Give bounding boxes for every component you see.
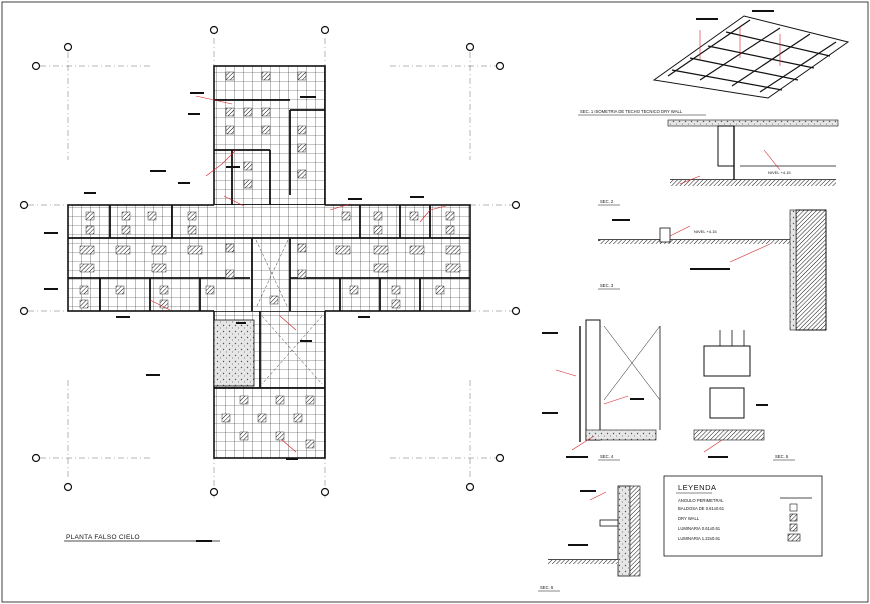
sec3-level-note: NIVEL +4.15 bbox=[694, 229, 717, 234]
legend-item-label: DRY WALL bbox=[678, 516, 700, 521]
legend-item-label: BALDOSA DE 0.61x0.61 bbox=[678, 506, 725, 511]
section-5-detail: SEC. 5 bbox=[693, 330, 795, 461]
drywall-zone bbox=[213, 319, 255, 387]
legend-swatch-tile bbox=[789, 503, 798, 512]
iso-tag bbox=[752, 10, 774, 12]
axis-bubbles bbox=[19, 25, 521, 497]
iso-runners bbox=[667, 19, 837, 93]
sec3-caption: SEC. 3 bbox=[600, 283, 614, 288]
sec2-caption: SEC. 2 bbox=[600, 199, 614, 204]
iso-caption: SEC. 1 ISOMETRIA DE TECHO TECNICO DRY WA… bbox=[580, 109, 683, 114]
sec6-caption: SEC. 6 bbox=[540, 585, 554, 590]
iso-hangers bbox=[699, 26, 781, 66]
isometric-detail: SEC. 1 ISOMETRIA DE TECHO TECNICO DRY WA… bbox=[578, 10, 850, 116]
luminaires bbox=[79, 71, 461, 449]
legend-item-label: LUMINARIA 1.22x0.61 bbox=[678, 536, 721, 541]
legend-title: LEYENDA bbox=[678, 483, 717, 492]
section-3-detail: NIVEL +4.15 SEC. 3 bbox=[598, 209, 827, 331]
section-6-detail: SEC. 6 bbox=[538, 485, 641, 592]
iso-tag bbox=[696, 18, 718, 20]
legend-item-label: ANGULO PERIMETRAL bbox=[678, 498, 724, 503]
sec5-caption: SEC. 5 bbox=[775, 454, 789, 459]
plan-title: PLANTA FALSO CIELO bbox=[66, 534, 140, 541]
sec4-caption: SEC. 4 bbox=[600, 454, 614, 459]
sec2-level-note: NIVEL +4.15 bbox=[768, 170, 791, 175]
legend-swatch-luminaire-large bbox=[787, 533, 801, 542]
legend-item-label: LUMINARIA 0.61x0.61 bbox=[678, 526, 721, 531]
ceiling-grid bbox=[67, 65, 471, 459]
floor-plan: PLANTA FALSO CIELO bbox=[19, 25, 521, 542]
interior-walls bbox=[68, 99, 470, 389]
iso-ceiling-outline bbox=[652, 15, 850, 99]
plan-leaders bbox=[149, 95, 447, 453]
legend-swatch-drywall bbox=[789, 513, 798, 522]
section-4-detail: SEC. 4 bbox=[542, 319, 661, 461]
section-2-detail: NIVEL +4.15 SEC. 2 bbox=[598, 119, 839, 206]
legend-swatch-luminaire-small bbox=[789, 523, 798, 532]
hall-diagonals bbox=[255, 239, 323, 385]
legend: LEYENDA ANGULO PERIMETRAL BALDOSA DE 0.6… bbox=[663, 475, 823, 557]
